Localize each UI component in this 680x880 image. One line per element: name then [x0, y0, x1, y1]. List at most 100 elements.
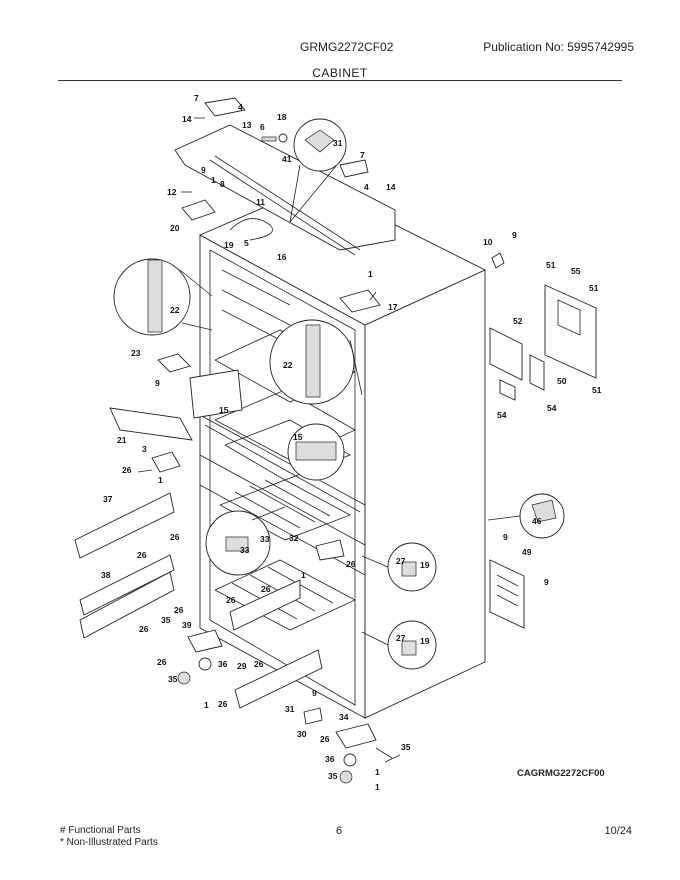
callout-10: 10 [483, 237, 493, 247]
callout-19: 19 [224, 240, 234, 250]
zoom-circle-45 [487, 493, 565, 539]
zoom-circle-22-center [269, 319, 363, 405]
callout-9: 9 [201, 165, 206, 175]
callout-50: 51 [546, 260, 556, 270]
callout-14: 14 [182, 114, 192, 124]
callout-40: 39 [182, 620, 192, 630]
callout-24j: 26 [254, 659, 264, 669]
callout-7b: 7 [360, 150, 365, 160]
callout-50b: 51 [589, 283, 599, 293]
callout-23: 23 [131, 348, 141, 358]
callout-37: 36 [218, 659, 228, 669]
page-fraction: 10/24 [604, 825, 632, 837]
callout-labels: 7 4 14 13 6 18 31 7 41 9 1 8 12 4 14 11 … [101, 93, 602, 792]
callout-3: 3 [142, 444, 147, 454]
leader-lines [137, 117, 393, 759]
callout-13: 13 [242, 120, 252, 130]
callout-36: 35 [168, 674, 178, 684]
callout-24e: 26 [261, 584, 271, 594]
callout-7: 7 [194, 93, 199, 103]
callout-9b: 9 [512, 230, 517, 240]
callout-33: 33 [260, 534, 270, 544]
callout-1b: 1 [368, 269, 373, 279]
header-rule [58, 80, 622, 81]
callout-24d: 26 [346, 559, 356, 569]
publication-number: Publication No: 5995742995 [483, 40, 634, 54]
callout-18: 18 [277, 112, 287, 122]
callout-24: 26 [122, 465, 132, 475]
section-title: CABINET [312, 66, 368, 80]
callout-1f: 1 [375, 767, 380, 777]
page-number: 6 [336, 825, 343, 837]
callout-49: 50 [557, 376, 567, 386]
callout-24b: 26 [170, 532, 180, 542]
callout-36b: 35 [328, 771, 338, 781]
callout-27: 29 [237, 661, 247, 671]
callout-1d: 1 [301, 570, 306, 580]
callout-19c: 19 [420, 636, 430, 646]
callout-21: 21 [117, 435, 127, 445]
callout-22-center: 22 [283, 360, 293, 370]
callout-5: 5 [244, 238, 249, 248]
zoom-circle-31 [289, 118, 347, 223]
zoom-circle-33 [205, 506, 286, 576]
callout-9c: 9 [155, 378, 160, 388]
callout-1e: 1 [204, 700, 209, 710]
callout-17: 17 [388, 302, 398, 312]
right-side-parts [489, 252, 597, 629]
callout-51: 52 [513, 316, 523, 326]
callout-1g: 1 [375, 782, 380, 792]
callout-15-center: 15 [293, 432, 303, 442]
callout-46: 49 [522, 547, 532, 557]
callout-1c: 1 [158, 475, 163, 485]
callout-35: 35 [161, 615, 171, 625]
callout-24h: 26 [139, 624, 149, 634]
callout-11: 11 [256, 197, 265, 207]
callout-19b: 19 [420, 560, 430, 570]
callout-29: 30 [297, 729, 307, 739]
callout-24l: 26 [320, 734, 330, 744]
callout-22-left: 22 [170, 305, 180, 315]
callout-8: 8 [220, 179, 225, 189]
top-hinge-assembly [174, 97, 396, 313]
callout-30: 31 [285, 704, 295, 714]
model-number: GRMG2272CF02 [300, 40, 394, 54]
callout-26b: 27 [396, 633, 406, 643]
zoom-circle-26-lower [361, 620, 437, 670]
callout-9e: 9 [544, 577, 549, 587]
callout-9f: 9 [312, 688, 317, 698]
callout-35b: 35 [401, 742, 411, 752]
callout-52: 54 [547, 403, 557, 413]
callout-26: 27 [396, 556, 406, 566]
callout-20: 20 [170, 223, 180, 233]
callout-38: 37 [103, 494, 113, 504]
zoom-circle-26-upper [361, 542, 437, 592]
callout-4b: 4 [364, 182, 369, 192]
callout-12: 12 [167, 187, 177, 197]
callout-24k: 26 [218, 699, 228, 709]
callout-14b: 14 [386, 182, 396, 192]
left-side-parts [74, 353, 401, 784]
footnote-functional: # Functional Parts [60, 825, 141, 836]
callout-50c: 51 [592, 385, 602, 395]
callout-31: 31 [333, 138, 343, 148]
callout-41: 41 [282, 154, 292, 164]
callout-33-label: 33 [240, 545, 250, 555]
callout-24g: 26 [174, 605, 184, 615]
callout-24i: 26 [157, 657, 167, 667]
callout-39: 38 [101, 570, 111, 580]
diagram-code: CAGRMG2272CF00 [517, 768, 605, 779]
callout-34: 34 [339, 712, 349, 722]
callout-54: 54 [497, 410, 507, 420]
callout-15-left: 15 [219, 405, 229, 415]
callout-1: 1 [211, 175, 216, 185]
callout-55: 55 [571, 266, 581, 276]
callout-4: 4 [238, 102, 243, 112]
footnote-non-illustrated: * Non-Illustrated Parts [60, 837, 158, 848]
callout-37b: 36 [325, 754, 335, 764]
zoom-circle-22-left [113, 258, 213, 336]
callout-6: 6 [260, 122, 265, 132]
callout-24c: 26 [137, 550, 147, 560]
callout-9d: 9 [503, 532, 508, 542]
callout-24f: 26 [226, 595, 236, 605]
